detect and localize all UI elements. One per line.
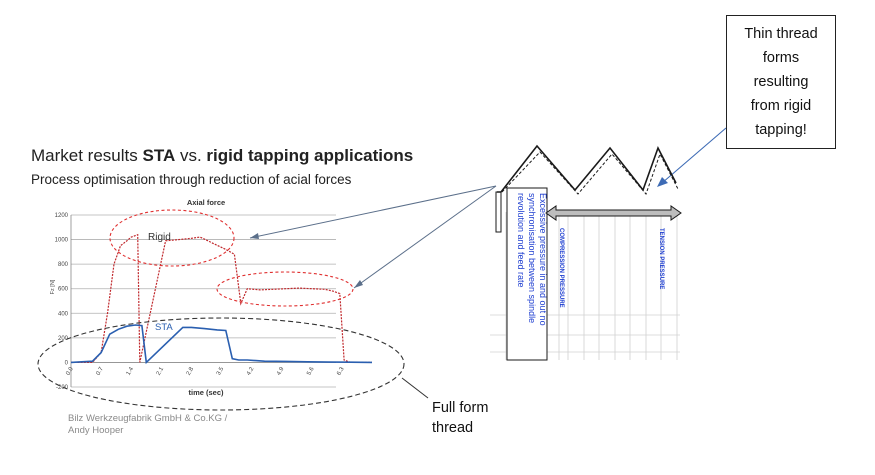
blue-text-line: revolution and feed rate xyxy=(516,193,526,288)
chart-title: Axial force xyxy=(187,198,225,207)
thin-thread-callout-line-5: tapping! xyxy=(755,122,807,138)
full-form-thread-callout: Full form thread xyxy=(432,398,488,438)
thread-left-wall xyxy=(495,191,502,233)
rigid-series-label: Rigid xyxy=(148,232,171,243)
callout-pointer-line xyxy=(661,127,727,184)
thread-profile-solid xyxy=(497,144,677,193)
pressure-double-arrow xyxy=(545,205,682,221)
connector-line-lower xyxy=(353,185,497,289)
sta-ellipse xyxy=(37,317,405,411)
thread-background-lines xyxy=(490,212,680,360)
series-lines xyxy=(70,233,373,365)
page-title: Market results STA vs. rigid tapping app… xyxy=(31,146,414,165)
thin-thread-callout-line-3: resulting xyxy=(753,74,809,90)
y-tick-label: 600 xyxy=(58,287,69,293)
blue-text-box xyxy=(506,187,548,361)
y-tick-label: 1000 xyxy=(55,238,69,244)
tension-pressure-label: TENSION PRESSURE xyxy=(658,228,664,289)
thin-thread-callout: Thin thread forms resulting from rigid tappi… xyxy=(726,15,836,149)
connector-arrowhead-upper xyxy=(250,233,259,239)
x-tick-label: 4.2 xyxy=(246,366,256,377)
y-tick-label: 0 xyxy=(65,360,69,366)
y-tick-label: 1200 xyxy=(55,213,69,219)
connector-arrowhead-lower xyxy=(354,280,363,288)
x-tick-label: 1.4 xyxy=(126,366,136,377)
full-form-callout-line-2: thread xyxy=(432,420,474,436)
thin-thread-callout-line-2: forms xyxy=(762,50,800,66)
credit-text: Bilz Werkzeugfabrik GmbH & Co.KG / Andy … xyxy=(68,413,227,437)
callout-arrowhead xyxy=(657,177,668,187)
series-line-rigid xyxy=(71,233,372,363)
thread-diagram: Excessive pressure in and out nosynchron… xyxy=(490,144,682,361)
full-form-callout-line-1: Full form xyxy=(432,400,489,416)
y-tick-labels: -200 0 200 400 600 800 1000 1200 xyxy=(55,213,69,391)
page-subtitle: Process optimisation through reduction o… xyxy=(31,172,352,187)
blue-text-line: Excessive pressure in and out no xyxy=(538,193,548,326)
thin-thread-callout-line-1: Thin thread xyxy=(744,26,818,42)
blue-text-group: Excessive pressure in and out nosynchron… xyxy=(516,193,548,326)
y-tick-label: -200 xyxy=(56,385,69,391)
connector-line-upper xyxy=(249,185,497,239)
x-tick-label: 0.0 xyxy=(65,366,75,377)
x-tick-label: 5.6 xyxy=(306,366,316,377)
thread-profile-dashed xyxy=(501,151,679,195)
grid-lines xyxy=(70,214,336,388)
y-tick-label: 400 xyxy=(58,311,69,317)
axial-force-chart: Axial force -200 0 200 400 600 800 1000 1200 0.… xyxy=(50,198,373,397)
rigid-peak-ellipse xyxy=(109,209,235,267)
x-tick-label: 4.9 xyxy=(276,366,286,377)
rigid-plateau-ellipse xyxy=(216,271,354,307)
y-axis-label: Fz [N] xyxy=(50,279,56,294)
series-line-sta xyxy=(70,324,373,365)
x-tick-label: 2.8 xyxy=(186,366,196,377)
thin-thread-callout-line-4: from rigid xyxy=(750,98,812,114)
x-tick-label: 6.3 xyxy=(336,366,346,377)
x-axis-label: time (sec) xyxy=(188,388,224,397)
x-tick-labels: 0.0 0.7 1.4 2.1 2.8 3.5 4.2 4.9 5.6 6.3 xyxy=(65,366,346,377)
sta-series-label: STA xyxy=(155,322,173,333)
credit-line-2: Andy Hooper xyxy=(68,425,124,436)
x-tick-label: 3.5 xyxy=(216,366,226,377)
y-tick-label: 200 xyxy=(58,336,69,342)
credit-line-1: Bilz Werkzeugfabrik GmbH & Co.KG / xyxy=(68,413,228,424)
blue-text-line: synchronisation between spindle xyxy=(527,193,537,323)
y-tick-label: 800 xyxy=(58,262,69,268)
full-form-pointer-line xyxy=(401,377,429,399)
compression-pressure-label: COMPRESSION PRESSURE xyxy=(558,228,564,308)
x-tick-label: 0.7 xyxy=(96,366,106,377)
x-tick-label: 2.1 xyxy=(156,366,166,377)
